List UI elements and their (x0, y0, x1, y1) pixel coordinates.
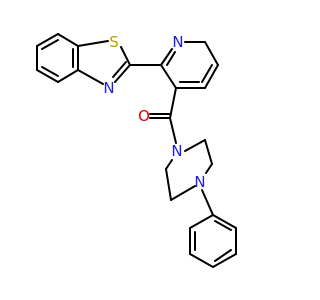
bond (205, 163, 213, 174)
bond (77, 69, 104, 85)
bond (204, 139, 213, 165)
bonds (36, 33, 237, 268)
bond (169, 117, 177, 144)
bond (189, 214, 214, 229)
bond (212, 253, 237, 268)
bond (165, 159, 173, 170)
bond (77, 40, 109, 47)
bond-inner (214, 249, 232, 262)
bond-inner (41, 39, 59, 50)
bond (204, 41, 219, 66)
bond (114, 64, 131, 83)
bond (201, 189, 214, 216)
thiazole-nitrogen-atom-label: N (103, 79, 114, 97)
sulfur-atom-label: S (109, 33, 119, 51)
bond (170, 185, 196, 201)
bond (169, 87, 177, 119)
bond-inner (41, 66, 59, 77)
pyridine-nitrogen-atom-label: N (172, 33, 183, 51)
bond (204, 64, 219, 89)
bond (36, 33, 59, 47)
piperazine-nitrogen-1-atom-label: N (171, 142, 182, 160)
bond (165, 168, 172, 201)
bond-inner (214, 220, 232, 231)
bond (57, 33, 79, 47)
piperazine-nitrogen-4-atom-label: N (194, 173, 205, 191)
bond-inner (201, 64, 213, 83)
chemical-structure: S N N O N N (0, 0, 300, 300)
carbonyl-oxygen-atom-label: O (138, 107, 150, 125)
bond (36, 69, 59, 83)
background (0, 0, 300, 300)
bond (57, 69, 79, 83)
bond (189, 253, 214, 268)
bond (184, 139, 206, 152)
bond (160, 64, 177, 89)
bond-inner (166, 51, 176, 66)
bond (212, 214, 237, 229)
bond (120, 46, 131, 66)
atom-labels: S N N O N N (103, 33, 205, 191)
bond (160, 48, 173, 66)
bond (112, 61, 127, 78)
